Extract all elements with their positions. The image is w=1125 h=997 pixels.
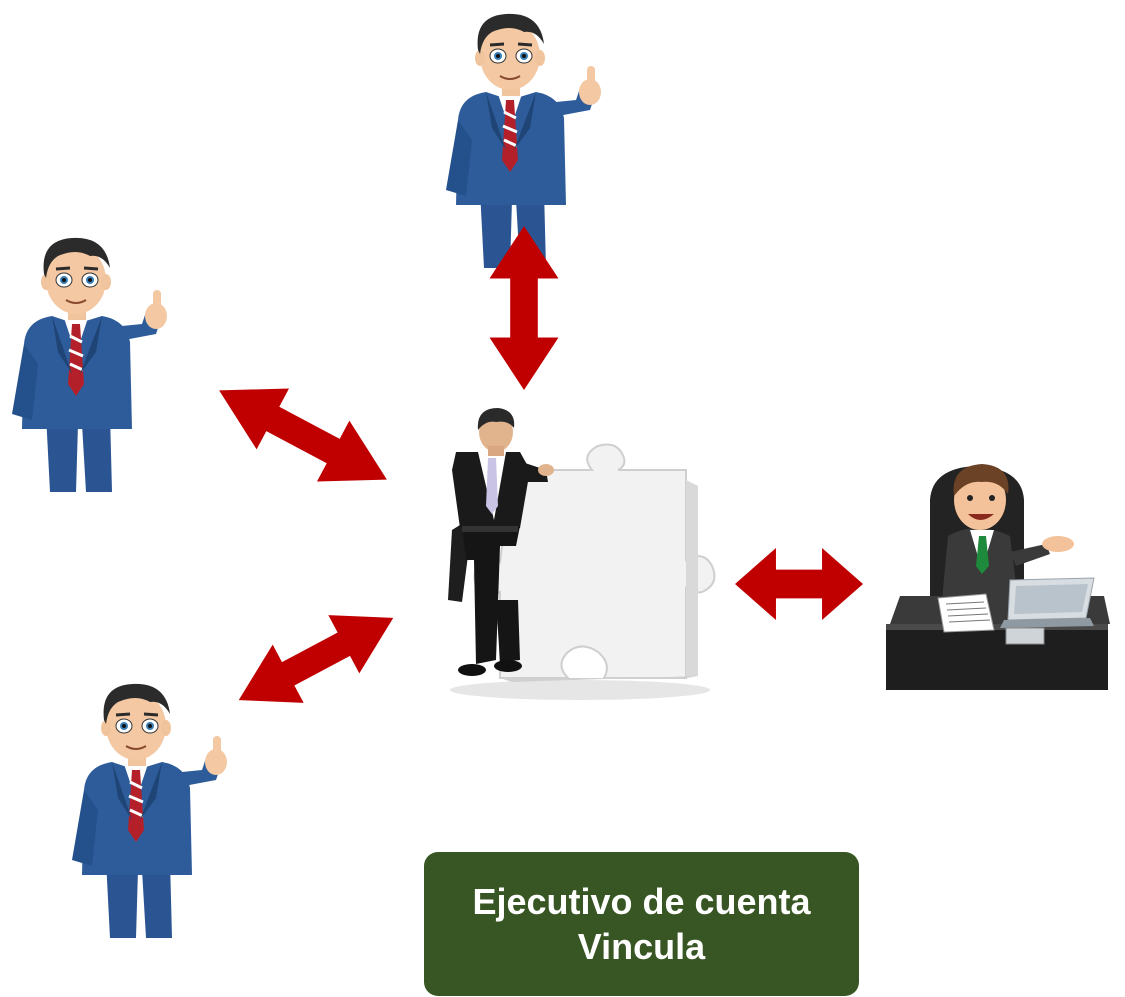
- puzzle-piece-icon: [473, 443, 716, 682]
- double-arrow-icon: [735, 548, 863, 620]
- label-line-1: Ejecutivo de cuenta: [472, 881, 811, 922]
- executive-with-puzzle-icon: [448, 408, 716, 700]
- client-figure-icon: [10, 236, 169, 494]
- double-arrow-icon: [223, 588, 409, 730]
- double-arrow-icon: [202, 359, 404, 511]
- label-line-2: Vincula: [577, 926, 706, 967]
- client-figure-icon: [70, 682, 229, 940]
- label-box: Ejecutivo de cuenta Vincula: [424, 852, 859, 996]
- desk-manager-icon: [886, 464, 1110, 690]
